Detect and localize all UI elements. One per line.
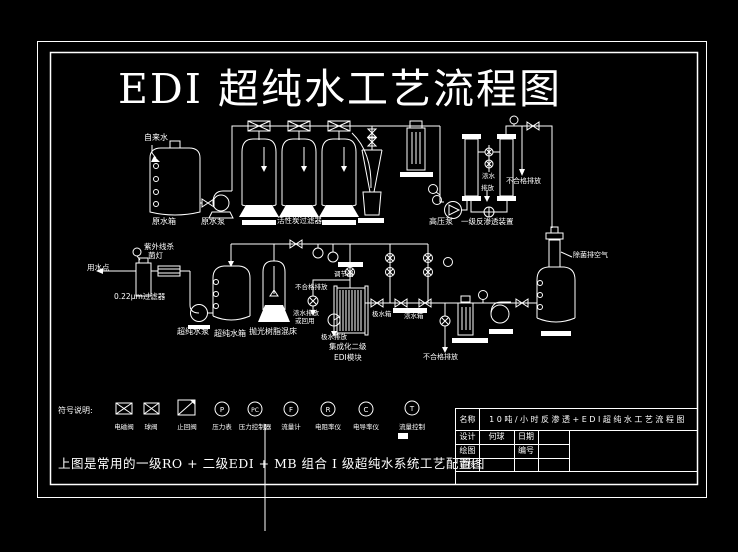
- legend-label-conductivity-meter: 电导率仪: [353, 423, 379, 431]
- label-ro-conc-drain: 排放: [481, 184, 494, 192]
- pure-water-tank: [536, 226, 576, 336]
- label-tap-water: 自来水: [144, 133, 168, 142]
- precision-filter: [400, 120, 433, 177]
- ultrapure-pump: [188, 271, 213, 329]
- legend-title: 符号说明:: [58, 406, 93, 415]
- label-reject-drain-top: 不合格排放: [506, 177, 541, 185]
- drawing-border: [37, 41, 707, 531]
- label-electrode-drain: 极水排放: [321, 333, 347, 341]
- pure-water-pump: [478, 290, 513, 334]
- check-valve-icon: [177, 399, 196, 416]
- ro-product-line: [505, 115, 553, 228]
- label-hp-pump: 高压泵: [429, 217, 453, 226]
- media-filter-1: [239, 120, 279, 225]
- point-of-use-filter: [96, 247, 152, 297]
- legend-label-flow-meter: 流量计: [281, 423, 301, 431]
- legend-label-check-valve: 止回阀: [177, 423, 197, 431]
- label-up-tank: 超纯水箱: [214, 329, 246, 338]
- raw-water-pump: [200, 190, 234, 219]
- resistivity-meter-symbol: R: [326, 406, 331, 414]
- brine-hopper: [351, 126, 384, 223]
- tap-water-inlet: [151, 145, 160, 162]
- label-conc-drain1: 浓水排放: [293, 309, 319, 317]
- title-block-audit-label: 审核: [459, 460, 476, 469]
- title-block-design-label: 设计: [459, 432, 476, 441]
- flow-meter-icon: [283, 401, 299, 417]
- uv-sterilizer: [151, 265, 190, 277]
- legend-label-flow-control: 流量控制: [399, 423, 425, 431]
- legend-label-ball-valve: 球阀: [144, 423, 158, 431]
- solenoid-valve-icon: [115, 402, 133, 415]
- label-mixed-bed: 抛光树脂混床: [249, 327, 297, 336]
- pure-water-transfer-line: [365, 298, 537, 353]
- flow-control-symbol: T: [409, 405, 415, 413]
- label-raw-tank: 原水箱: [152, 217, 176, 226]
- label-reg-valve: 调节阀: [334, 270, 354, 278]
- label-edi-line2: EDI模块: [334, 353, 362, 362]
- title-block-number-label: 编号: [518, 446, 534, 455]
- label-filter-022: 0.22μm过滤器: [114, 292, 166, 301]
- legend-label-resistivity-meter: 电阻率仪: [315, 423, 341, 431]
- label-up-pump: 超纯水泵: [177, 327, 209, 336]
- edi-feed-header: [231, 239, 428, 337]
- title-block-name-value: 10吨/小时反渗透+EDI超纯水工艺流程图: [489, 415, 687, 424]
- polishing-mixed-bed: [258, 244, 290, 322]
- media-filter-2: [279, 120, 319, 217]
- high-pressure-pump: [428, 126, 468, 219]
- legend-label-pressure-controller: 压力控制器: [238, 423, 272, 431]
- resistivity-meter-icon: [320, 401, 336, 417]
- label-edi-line1: 集成化二级: [329, 342, 367, 351]
- label-electrode-tank: 极水箱: [372, 310, 392, 318]
- bottom-note: 上图是常用的一级RO + 二级EDI + MB 组合 I 级超纯水系统工艺配置图: [58, 456, 485, 471]
- flow-meter-symbol: F: [289, 406, 293, 414]
- pure-water-filter: [452, 295, 488, 343]
- label-ro-conc: 浓水: [482, 172, 495, 180]
- title-block: 名称 10吨/小时反渗透+EDI超纯水工艺流程图 设计 何球 日期 绘图 编号 …: [455, 408, 698, 485]
- title-block-date-label: 日期: [518, 432, 534, 441]
- ultrapure-tank: [212, 244, 251, 321]
- label-reject-drain-mid: 不合格排放: [295, 283, 328, 291]
- label-conc-tank: 浓水箱: [404, 312, 424, 320]
- title-block-designer: 何球: [488, 432, 505, 441]
- pressure-controller-symbol: PC: [251, 407, 259, 414]
- flow-control-icon: [404, 400, 420, 416]
- label-vent-filter: 除菌排空气: [573, 251, 608, 259]
- edi-manifold: [385, 244, 453, 303]
- label-conc-drain2: 或回用: [295, 317, 315, 325]
- main-feed-pipe: [231, 125, 440, 191]
- title-block-draw-label: 绘图: [459, 446, 476, 455]
- title-block-name-label: 名称: [459, 415, 476, 424]
- conductivity-meter-icon: [358, 401, 374, 417]
- edi-module: [333, 285, 369, 336]
- pressure-gauge-symbol: P: [220, 406, 224, 414]
- legend-label-solenoid-valve: 电磁阀: [114, 423, 134, 431]
- raw-water-tank: [149, 140, 201, 216]
- label-ro-unit: 一级反渗透装置: [461, 217, 514, 226]
- label-raw-pump: 原水泵: [201, 217, 225, 226]
- pressure-gauge-icon: [214, 401, 230, 417]
- label-uv-line1: 紫外线杀: [144, 242, 174, 251]
- label-uv-line2: 菌灯: [148, 251, 163, 260]
- ball-valve-icon: [143, 402, 160, 415]
- conductivity-meter-symbol: C: [364, 406, 369, 414]
- legend-icons: [115, 399, 420, 439]
- label-reject-drain-right: 不合格排放: [423, 353, 458, 361]
- drawing-title: EDI 超纯水工艺流程图: [118, 65, 563, 113]
- pressure-controller-icon: [247, 401, 263, 417]
- label-media-filters: 活性炭过滤器: [277, 216, 322, 225]
- media-filter-3: [319, 120, 359, 225]
- label-use-point: 用水点: [87, 263, 110, 272]
- legend-label-pressure-gauge: 压力表: [212, 423, 232, 431]
